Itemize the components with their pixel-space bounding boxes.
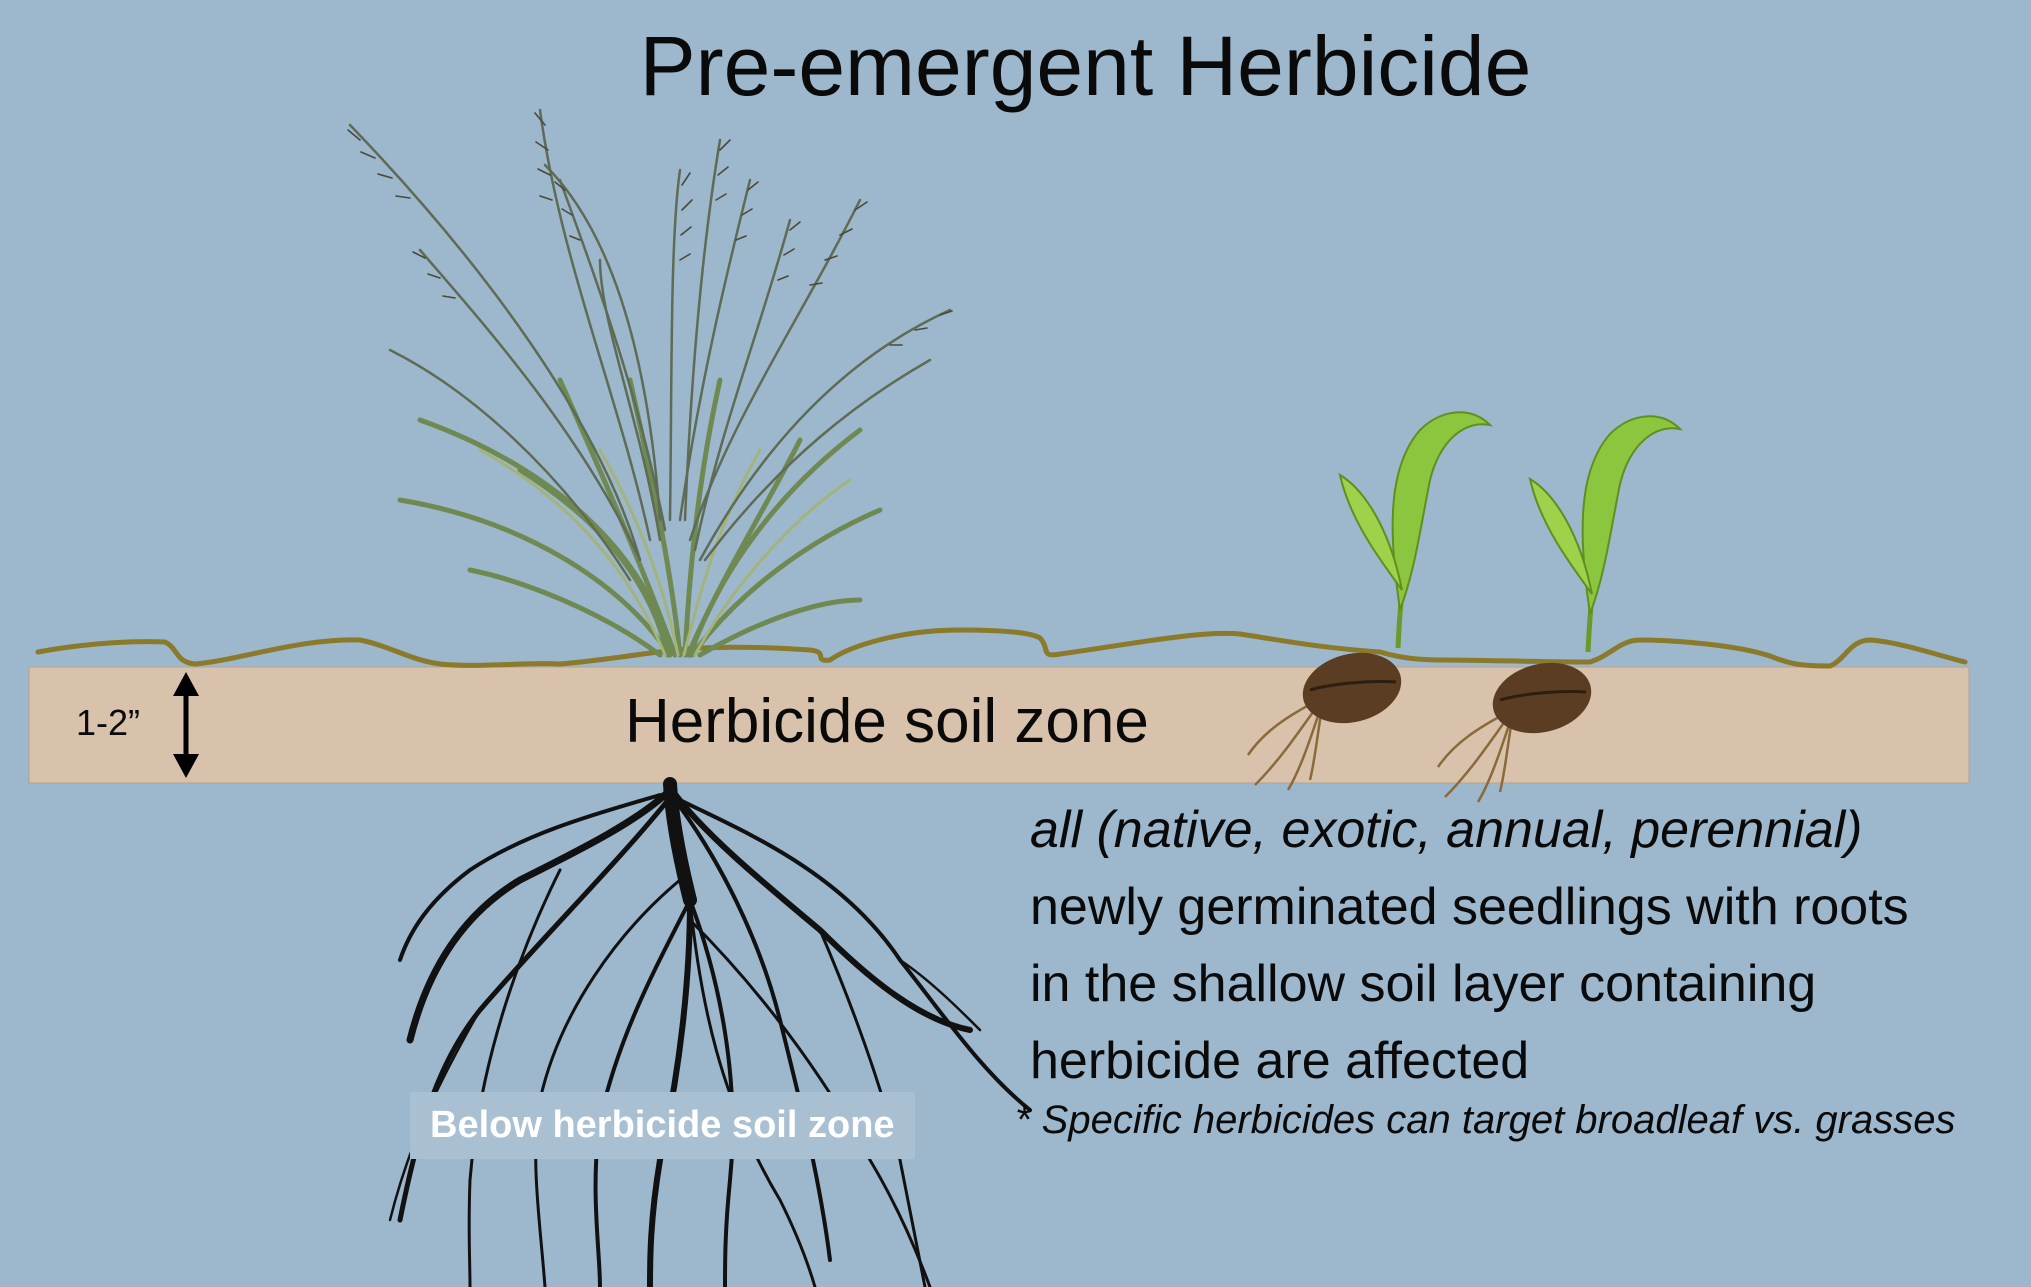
description-line-4: herbicide are affected [1030, 1023, 2030, 1100]
seedling-1-leaf-large [1393, 412, 1490, 610]
description-line-1: all (native, exotic, annual, perennial) [1030, 792, 2030, 869]
mature-plant-roots [390, 784, 1030, 1287]
ground-surface-line [38, 630, 1965, 666]
page-title: Pre-emergent Herbicide [0, 18, 2031, 115]
description-line-3: in the shallow soil layer containing [1030, 946, 2030, 1023]
description-line-2: newly germinated seedlings with roots [1030, 869, 2030, 946]
footnote: * Specific herbicides can target broadle… [1015, 1098, 1956, 1143]
soil-zone-label: Herbicide soil zone [625, 686, 1149, 757]
mature-grass-plant [348, 110, 952, 655]
depth-label: 1-2” [76, 702, 140, 744]
below-zone-label: Below herbicide soil zone [410, 1092, 915, 1159]
description-block: all (native, exotic, annual, perennial) … [1030, 792, 2030, 1100]
seedling-2-leaf-large [1583, 416, 1680, 614]
